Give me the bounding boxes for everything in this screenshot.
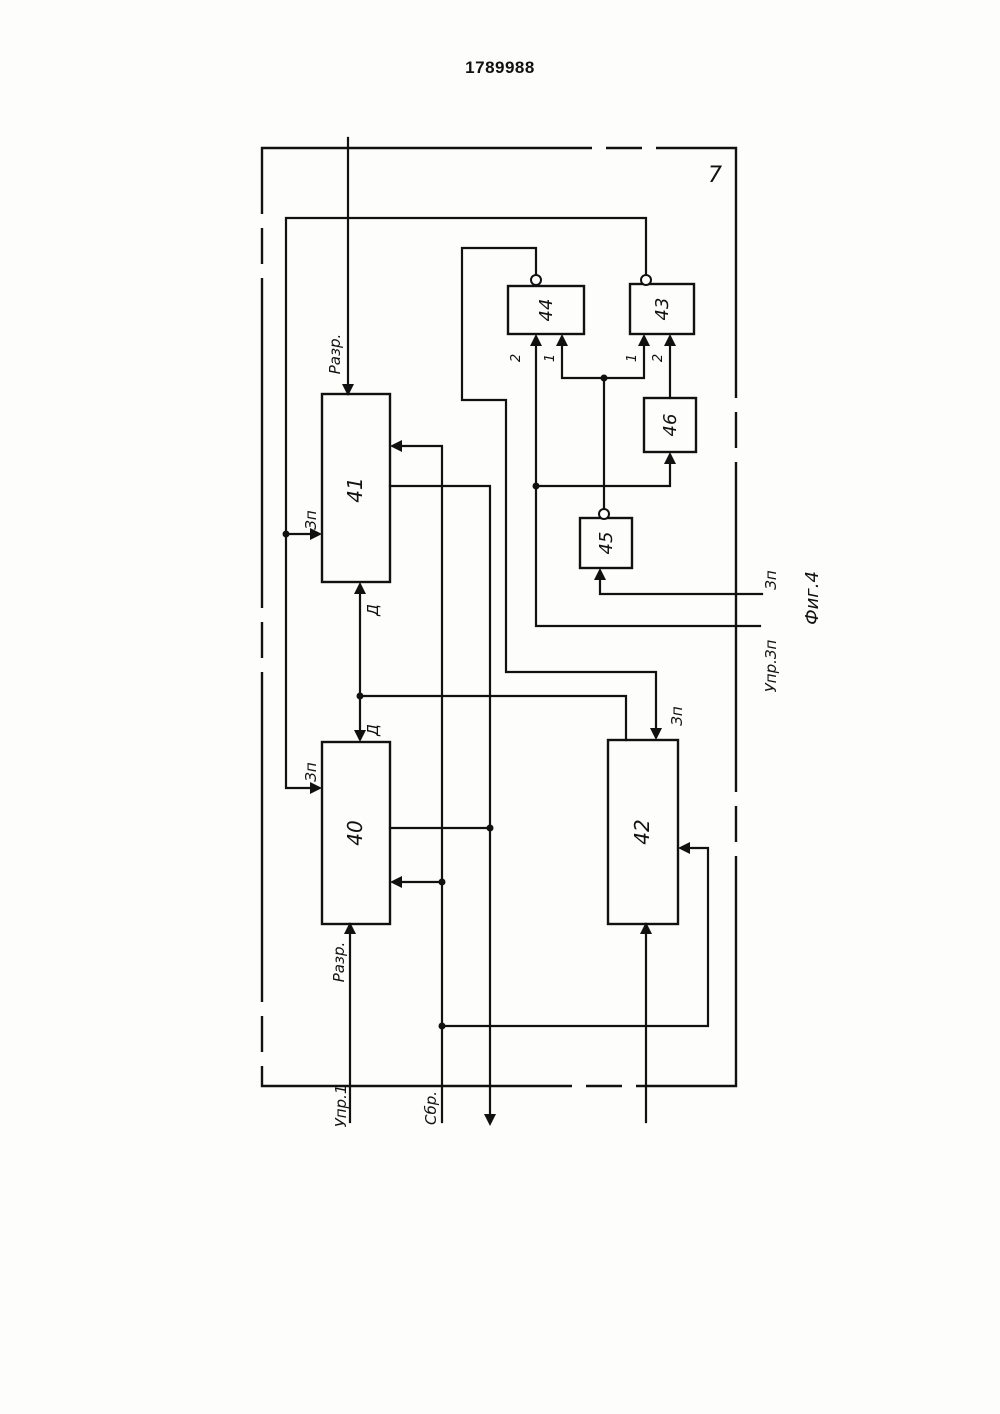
arrow-head — [650, 728, 662, 740]
block-45-label: 45 — [596, 532, 617, 555]
sbr-wire — [398, 446, 442, 1122]
block-43: 43 — [630, 284, 694, 334]
block-40-label: 40 — [343, 820, 367, 845]
zp-loop-wire — [286, 218, 646, 788]
arrow-head — [664, 452, 676, 464]
zp-in-45-wire — [600, 576, 762, 594]
arrow-head — [354, 582, 366, 594]
arrow-head — [678, 842, 690, 854]
block-40: 40 — [322, 742, 390, 924]
d-41-label: Д — [364, 604, 382, 617]
arrow-head — [484, 1114, 496, 1126]
junction-dot — [487, 825, 494, 832]
block-44-label: 44 — [536, 299, 557, 322]
block-41: 41 — [322, 394, 390, 582]
arrow-head — [638, 334, 650, 346]
zp-40-label: Зп — [302, 762, 320, 782]
block-44: 44 — [508, 286, 584, 334]
block-41-label: 41 — [343, 477, 367, 502]
sbr-label: Сбр. — [422, 1091, 440, 1125]
inversion-bubble-45 — [599, 509, 609, 519]
arrow-head — [594, 568, 606, 580]
data-to-42-wire — [360, 696, 626, 740]
inversion-bubble-43 — [641, 275, 651, 285]
junction-dot — [357, 693, 364, 700]
junction-dot — [533, 483, 540, 490]
unit-number: 7 — [708, 163, 722, 188]
figure-caption: Фиг.4 — [802, 571, 823, 625]
upr-zp-wire — [536, 342, 760, 626]
arrow-head — [556, 334, 568, 346]
arrow-head — [390, 440, 402, 452]
pin2-44-label: 2 — [509, 354, 524, 362]
junction-dot — [283, 531, 290, 538]
junction-dot — [439, 1023, 446, 1030]
pin1-43-label: 1 — [625, 354, 640, 362]
upr-zp-label: Упр.Зп — [762, 639, 780, 692]
razr-top-label: Разр. — [326, 334, 344, 375]
pin2-43-label: 2 — [651, 354, 666, 362]
block-42-label: 42 — [630, 819, 654, 844]
junction-dot — [601, 375, 608, 382]
inversion-bubble-44 — [531, 275, 541, 285]
block-43-label: 43 — [652, 298, 673, 321]
zp-42-label: Зп — [668, 706, 686, 726]
d-40-label: Д — [364, 724, 382, 737]
block-46: 46 — [644, 398, 696, 452]
razr-bottom-label: Разр. — [330, 942, 348, 983]
block-46-label: 46 — [660, 414, 681, 437]
pin1-44-label: 1 — [543, 354, 558, 362]
upr1-label: Упр.1 — [332, 1085, 350, 1128]
block-42: 42 — [608, 740, 678, 924]
arrow-head — [664, 334, 676, 346]
zp-in-label: Зп — [762, 570, 780, 590]
arrow-head — [530, 334, 542, 346]
block-45: 45 — [580, 518, 632, 568]
arrow-head — [310, 782, 322, 794]
arrow-head — [390, 876, 402, 888]
zp-41-label: Зп — [302, 510, 320, 530]
feedback-to-42-wire — [442, 848, 708, 1026]
junction-dot — [439, 879, 446, 886]
